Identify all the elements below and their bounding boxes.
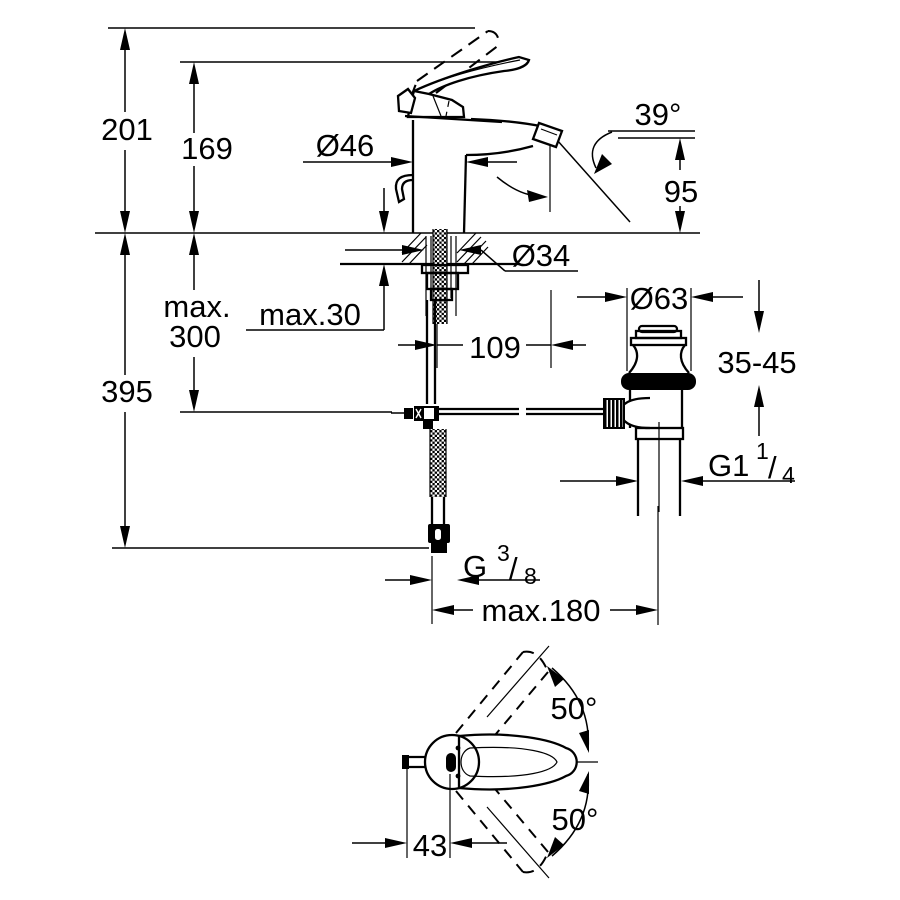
supply-thread-sup: 3 — [497, 540, 510, 566]
waste-valve — [603, 324, 696, 516]
pop-up-rod-knob — [394, 173, 414, 204]
lever-top-view — [457, 733, 578, 791]
dim-height-overall: 201 — [101, 112, 153, 147]
handle-top-view — [402, 650, 578, 874]
mounting-shank-and-hose — [391, 229, 605, 553]
dim-height-handle: 169 — [181, 131, 233, 166]
dim-swing-down: 50° — [552, 802, 599, 837]
dim-hose-drop: 395 — [101, 374, 153, 409]
dimension-arrowheads — [120, 28, 764, 858]
dim-swing-up: 50° — [551, 691, 598, 726]
dim-spout-reach: 109 — [469, 330, 521, 365]
aerator — [531, 121, 564, 149]
dim-install-depth-line2: 300 — [169, 319, 221, 354]
waste-thread-slash: / — [768, 450, 777, 485]
dim-handle-offset: 43 — [413, 828, 447, 863]
dim-spout-angle: 39° — [635, 97, 682, 132]
handle-pivot — [423, 733, 481, 791]
dim-shank-diameter: Ø34 — [512, 238, 571, 273]
supply-thread-sub: 8 — [524, 563, 537, 589]
rod-stub — [402, 755, 409, 769]
dim-deck-thickness: max.30 — [259, 297, 361, 332]
supply-thread-slash: / — [509, 551, 518, 586]
dim-clearance: max.180 — [482, 593, 601, 628]
dim-install-depth-line1: max. — [163, 289, 230, 324]
waste-gasket — [621, 373, 696, 390]
waste-thread-sup: 1 — [756, 438, 769, 464]
counter-section — [340, 232, 520, 266]
dim-outlet-height: 95 — [664, 174, 698, 209]
waste-thread-sub: 4 — [782, 462, 795, 488]
supply-thread-prefix: G — [463, 549, 487, 584]
lever-marker — [446, 753, 456, 772]
dim-mount-range: 35-45 — [717, 345, 796, 380]
dim-body-diameter: Ø46 — [316, 128, 375, 163]
dim-flange-diameter: Ø63 — [630, 281, 689, 316]
rod-adjust-knob — [603, 398, 625, 429]
flexible-hose — [430, 429, 446, 497]
faucet-side-view — [394, 29, 564, 234]
waste-thread-prefix: G1 — [708, 448, 749, 483]
cartridge-pin — [396, 87, 417, 115]
dimension-labels: 201 169 Ø46 39° 95 Ø34 max. 300 max.30 1… — [101, 97, 797, 863]
